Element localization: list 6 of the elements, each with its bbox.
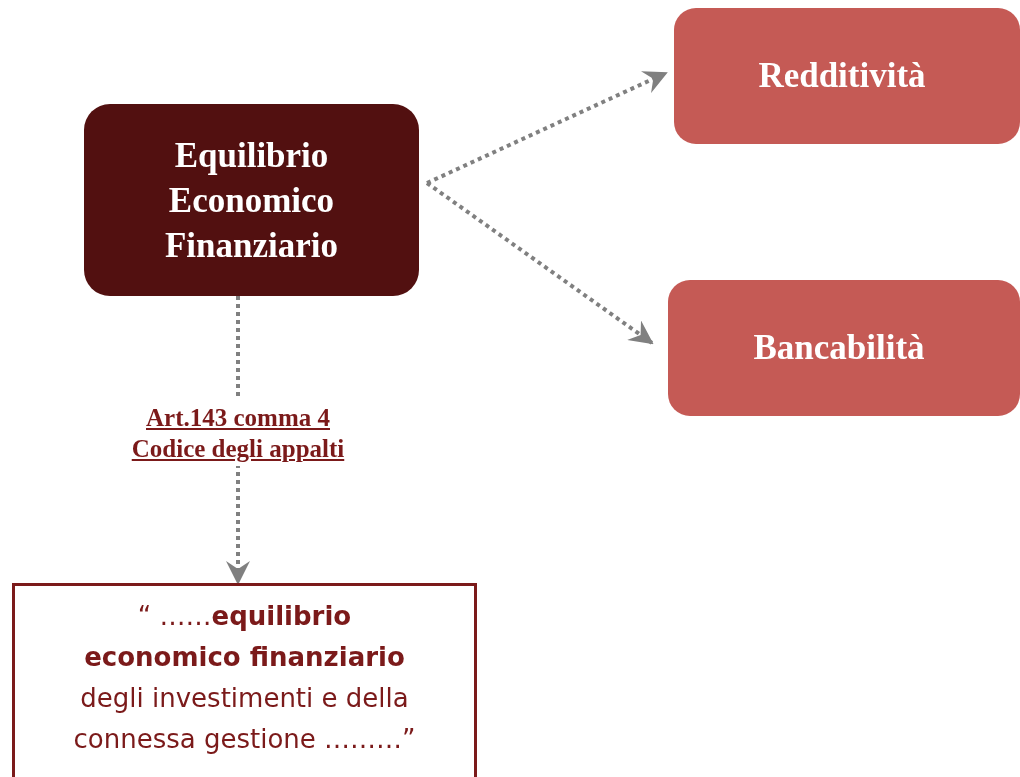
rounded-box: Equilibrio Economico Finanziario [84,104,419,296]
rounded-box: Redditività [674,8,1020,144]
rounded-box: Bancabilità [668,280,1020,416]
quote-box: “ ……equilibrio economico finanziario degli investimenti e della connessa gestione ………” [12,583,477,777]
dotted-arrow [426,71,668,185]
dotted-arrow [425,181,654,345]
